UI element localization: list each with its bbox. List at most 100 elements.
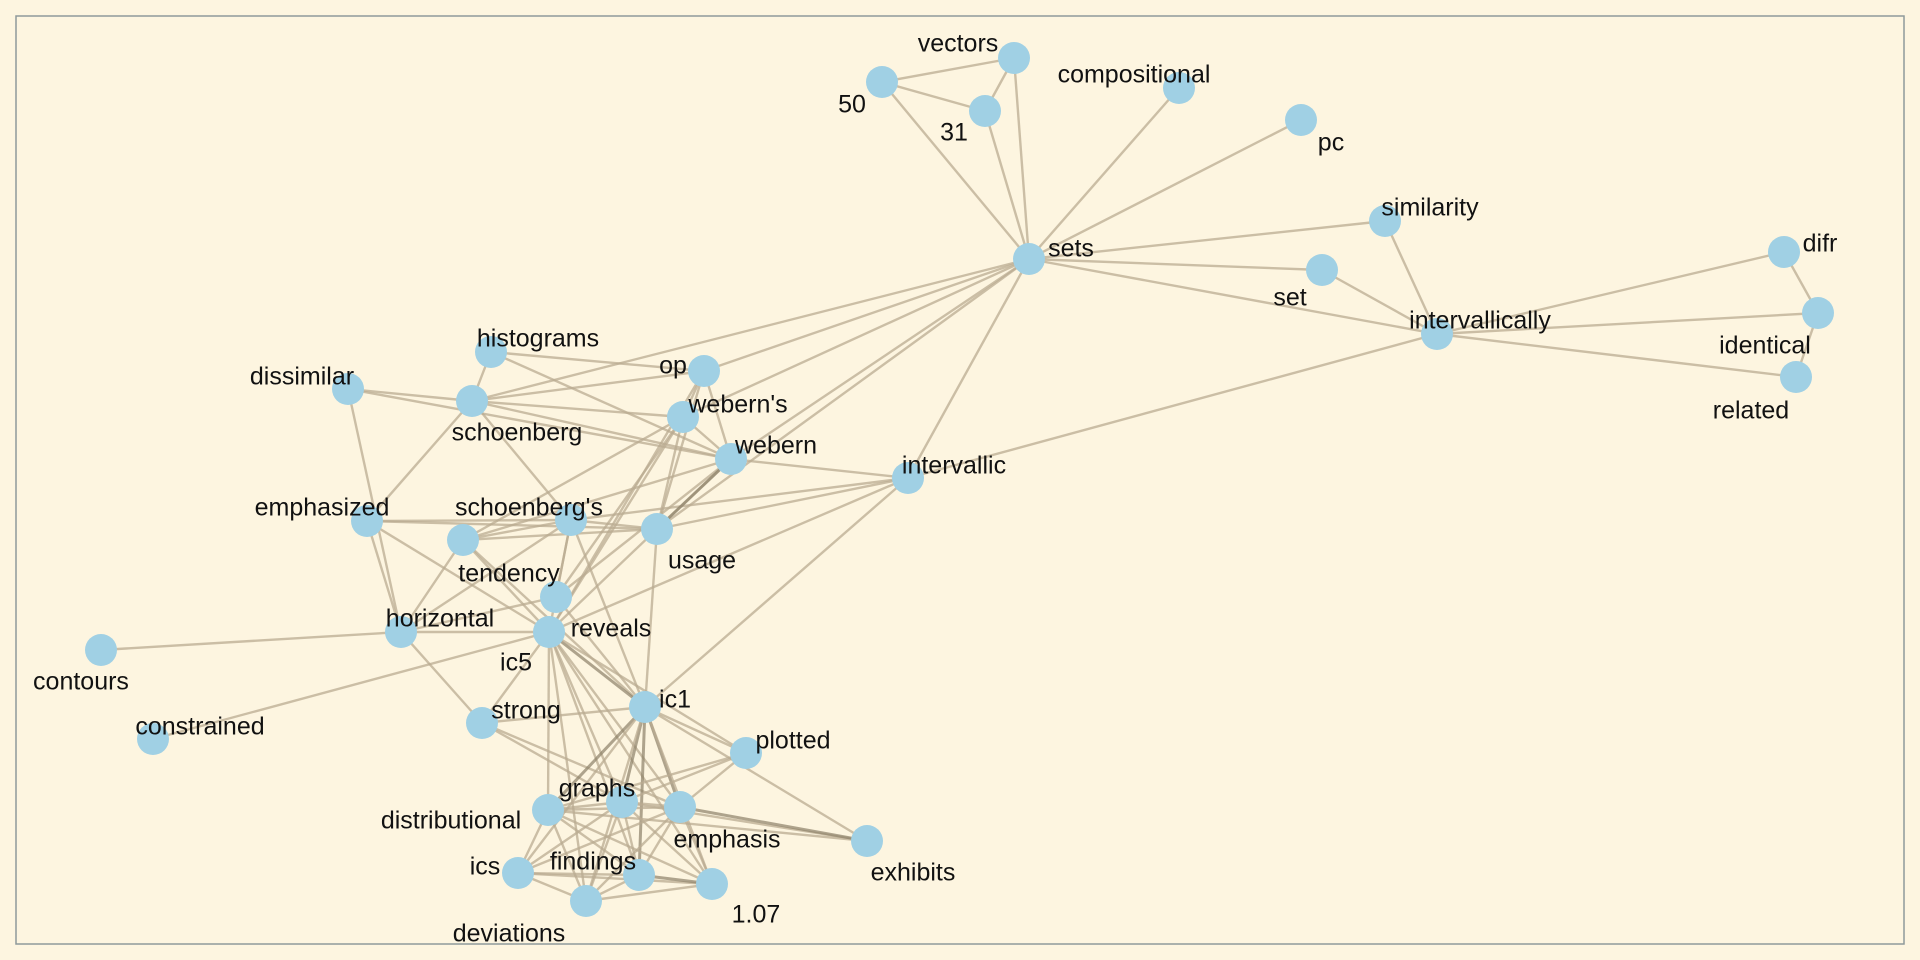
edge-plotted-graphs	[621, 751, 747, 804]
node-label-plotted: plotted	[755, 727, 830, 755]
edge-related-intervallically	[1436, 332, 1797, 379]
node-op	[688, 355, 720, 387]
node-label-difr: difr	[1803, 230, 1838, 258]
node-compositional	[1163, 72, 1195, 104]
node-label-op: op	[659, 352, 687, 380]
edge-emphasis-exhibits	[679, 805, 868, 843]
node-exhibits	[851, 825, 883, 857]
plot-frame	[15, 15, 1905, 945]
node-label-exhibits: exhibits	[871, 859, 956, 887]
edge-distributional-deviations	[546, 809, 588, 902]
node-ic1	[629, 691, 661, 723]
edge-ic5-deviations	[547, 631, 588, 902]
node-label-emphasis: emphasis	[674, 826, 781, 854]
edge-set-sets	[1028, 257, 1323, 272]
edge-emphasized-ic5	[366, 519, 550, 634]
node-label-graphs: graphs	[559, 775, 635, 803]
edge-schoenberg-schoenbergs	[471, 400, 572, 521]
node-pc	[1285, 104, 1317, 136]
edge-31-sets	[983, 110, 1031, 260]
node-label-weberns: webern's	[687, 391, 787, 419]
node-intervallic	[892, 462, 924, 494]
edge-usage-ic5	[548, 528, 658, 633]
edge-ic5-strong	[481, 631, 550, 724]
node-related	[1780, 361, 1812, 393]
node-label-contours: contours	[33, 668, 129, 696]
node-label-constrained: constrained	[135, 713, 264, 741]
node-ics	[502, 857, 534, 889]
node-label-50: 50	[838, 91, 866, 119]
node-weberns	[667, 401, 699, 433]
edge-horizontal-contours	[100, 630, 402, 652]
edge-set-intervallically	[1321, 268, 1438, 336]
node-label-similarity: similarity	[1381, 194, 1479, 222]
node-label-31: 31	[940, 119, 968, 147]
node-label-strong: strong	[491, 697, 560, 725]
node-label-ic1: ic1	[659, 686, 691, 714]
node-label-histograms: histograms	[477, 325, 599, 353]
node-emphasized	[351, 505, 383, 537]
edge-emphasized-horizontal	[365, 520, 403, 633]
edge-compositional-sets	[1028, 87, 1180, 260]
node-label-ic5: ic5	[500, 649, 532, 677]
node-label-distributional: distributional	[381, 807, 521, 835]
node-intervallically	[1421, 318, 1453, 350]
node-findings	[623, 859, 655, 891]
edge-pc-sets	[1028, 118, 1302, 261]
node-label-intervallically: intervallically	[1409, 307, 1551, 335]
node-label-related: related	[1713, 397, 1789, 425]
node-label-tendency: tendency	[458, 560, 560, 588]
node-layer	[85, 42, 1834, 917]
node-plotted	[730, 737, 762, 769]
edge-intervallic-usage	[656, 476, 909, 531]
node-label-sets: sets	[1048, 235, 1094, 263]
node-label-identical: identical	[1719, 332, 1811, 360]
edge-tendency-horizontal	[400, 539, 464, 633]
node-horizontal	[385, 616, 417, 648]
node-label-pc: pc	[1318, 129, 1344, 157]
edge-sets-usage	[656, 258, 1030, 530]
node-ic5	[533, 616, 565, 648]
node-strong	[466, 707, 498, 739]
edge-schoenbergs-ic5	[547, 519, 573, 633]
node-label-deviations: deviations	[453, 920, 566, 948]
edge-usage-tendency	[462, 527, 658, 542]
edge-emphasized-usage	[366, 519, 658, 531]
edge-tendency-ic5	[462, 539, 550, 633]
node-deviations	[570, 885, 602, 917]
edge-emphasis-ics	[517, 805, 681, 875]
label-layer: vectors5031compositionalpcsimilaritysets…	[33, 30, 1837, 948]
node-label-dissimilar: dissimilar	[250, 363, 354, 391]
edge-ic5-graphs	[547, 631, 624, 803]
node-similarity	[1369, 205, 1401, 237]
edge-strong-ic1	[481, 705, 646, 725]
edge-schoenbergs-ic1	[569, 519, 647, 708]
node-sets	[1013, 243, 1045, 275]
edge-schoenberg-weberns	[471, 399, 684, 419]
edge-sets-weberns	[682, 257, 1030, 419]
node-schoenbergs	[555, 504, 587, 536]
edge-similarity-intervallically	[1383, 220, 1439, 335]
edge-deviations-107	[585, 882, 713, 903]
edge-reveals-ic1	[555, 596, 646, 708]
edge-50-31	[881, 80, 986, 113]
edge-horizontal-strong	[400, 631, 483, 724]
node-label-set: set	[1273, 284, 1306, 312]
edge-graphs-107	[621, 801, 713, 885]
node-emphasis	[664, 791, 696, 823]
edge-ic5-findings	[547, 631, 641, 876]
edge-ic1-distributional	[546, 705, 647, 812]
node-label-findings: findings	[550, 848, 636, 876]
node-dissimilar	[332, 373, 364, 405]
node-label-webern: webern	[734, 432, 817, 460]
node-webern	[715, 443, 747, 475]
edge-schoenbergs-tendency	[462, 518, 572, 542]
node-50	[866, 66, 898, 98]
node-label-usage: usage	[668, 547, 736, 575]
edge-ic1-exhibits	[644, 705, 868, 843]
edge-intervallic-schoenbergs	[570, 476, 909, 522]
edge-vectors-sets	[1012, 57, 1031, 260]
edge-horizontal-reveals	[400, 595, 557, 634]
